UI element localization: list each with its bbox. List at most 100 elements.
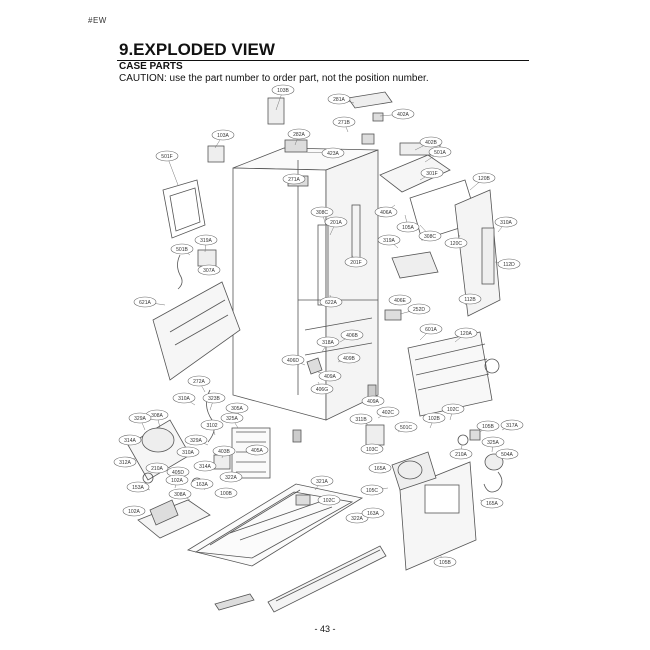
part-number-label: 103C <box>366 447 378 453</box>
callout-bubble <box>145 462 169 474</box>
callout-bubble <box>433 556 457 568</box>
callout-bubble <box>419 323 443 335</box>
callout-bubble <box>220 412 244 424</box>
callout-bubble <box>458 293 482 305</box>
part-number-label: 403B <box>218 449 230 455</box>
part-number-label: 310A <box>182 450 194 456</box>
part-number-label: 402B <box>425 140 437 146</box>
callout-bubble <box>394 421 418 433</box>
callout-bubble <box>360 484 384 496</box>
part-number-label: 105C <box>366 488 378 494</box>
part-number-label: 318A <box>322 340 334 346</box>
part-number-label: 406E <box>394 298 406 304</box>
callout-bubble <box>419 136 443 148</box>
callout-bubble <box>420 167 444 179</box>
callout-bubble <box>155 150 179 162</box>
callout-bubble <box>245 444 269 456</box>
part-number-label: 406D <box>287 358 299 364</box>
callout-bubble <box>200 419 224 431</box>
part-number-label: 322A <box>225 475 237 481</box>
callout-bubble <box>176 446 200 458</box>
callout-bubble <box>202 392 226 404</box>
callout-bubble <box>480 497 504 509</box>
part-number-label: 201A <box>330 220 342 226</box>
part-number-label: 103A <box>217 133 229 139</box>
callout-bubble <box>211 129 235 141</box>
part-number-label: 504A <box>501 452 513 458</box>
part-number-label: 409A <box>367 399 379 405</box>
top-hinge-parts <box>267 91 393 145</box>
callout-bubble <box>187 375 211 387</box>
part-number-label: 153A <box>132 485 144 491</box>
part-number-label: 329A <box>134 416 146 422</box>
callout-bubble <box>422 412 446 424</box>
part-number-label: 405A <box>251 448 263 454</box>
part-number-label: 271A <box>288 177 300 183</box>
callout-bubble <box>194 234 218 246</box>
part-number-label: 314A <box>199 464 211 470</box>
callout-bubble <box>441 403 465 415</box>
part-number-label: 325A <box>226 416 238 422</box>
callout-bubble <box>494 216 518 228</box>
callout-bubble <box>184 434 208 446</box>
part-number-label: 165A <box>486 501 498 507</box>
callout-bubble <box>337 352 361 364</box>
part-number-label: 406G <box>316 387 328 393</box>
callout-bubble <box>118 434 142 446</box>
part-number-label: 165A <box>374 466 386 472</box>
callout-bubble <box>168 488 192 500</box>
part-number-label: 308A <box>174 492 186 498</box>
callout-bubble <box>126 481 150 493</box>
part-number-label: 405D <box>172 470 184 476</box>
callout-bubble <box>282 173 306 185</box>
part-number-label: 319A <box>200 238 212 244</box>
callout-bubble <box>219 471 243 483</box>
callout-bubble <box>361 395 385 407</box>
part-number-label: 120A <box>460 331 472 337</box>
callout-bubble <box>172 392 196 404</box>
part-number-label: 325A <box>487 440 499 446</box>
part-number-label: 319A <box>383 238 395 244</box>
callout-bubble <box>327 93 351 105</box>
part-number-label: 308C <box>424 234 436 240</box>
callout-bubble <box>113 456 137 468</box>
lower-cover <box>214 545 387 613</box>
callout-bubble <box>319 296 343 308</box>
callout-bubble <box>165 474 189 486</box>
callout-bubble <box>332 116 356 128</box>
callout-bubble <box>212 445 236 457</box>
part-number-label: 102A <box>128 509 140 515</box>
part-number-label: 103B <box>277 88 289 94</box>
part-number-label: 282A <box>293 132 305 138</box>
part-number-label: 307A <box>203 268 215 274</box>
callout-bubble <box>449 448 473 460</box>
document-mark: #EW <box>88 16 107 25</box>
callout-bubble <box>225 402 249 414</box>
part-number-label: 310A <box>178 396 190 402</box>
callout-bubble <box>377 234 401 246</box>
part-number-label: 406A <box>380 210 392 216</box>
callout-bubble <box>407 303 431 315</box>
callout-bubble <box>287 128 311 140</box>
part-number-label: 102C <box>447 407 459 413</box>
part-number-label: 409B <box>343 356 355 362</box>
callout-bubble <box>481 436 505 448</box>
part-number-label: 323B <box>208 396 220 402</box>
callout-bubble <box>388 294 412 306</box>
part-number-label: 281A <box>333 97 345 103</box>
part-number-label: 201F <box>350 260 361 266</box>
callout-bubble <box>500 419 524 431</box>
callout-bubble <box>122 505 146 517</box>
door-panel <box>365 424 504 571</box>
part-number-label: 312A <box>119 460 131 466</box>
callout-bubble <box>281 354 305 366</box>
part-number-label: 105B <box>439 560 451 566</box>
callout-bubble <box>310 383 334 395</box>
callout-bubble <box>391 108 415 120</box>
part-number-label: 310A <box>500 220 512 226</box>
part-number-label: 305A <box>231 406 243 412</box>
callout-bubble <box>472 172 496 184</box>
callout-bubble <box>497 258 521 270</box>
base-plate <box>186 483 364 567</box>
